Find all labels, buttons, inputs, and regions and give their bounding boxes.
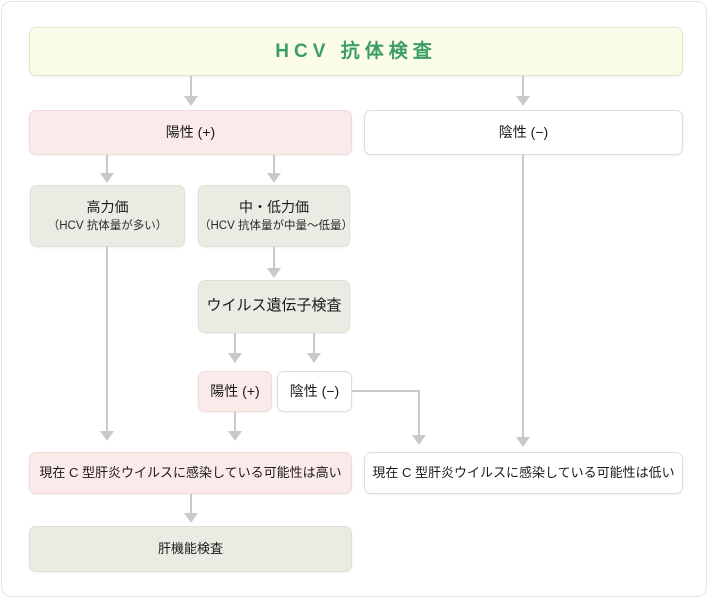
node-high-titer-label: 高力価 [86, 198, 129, 215]
node-antibody-negative-label: 陰性 (−) [498, 124, 549, 141]
connector-midlow-to-genetest-arrow [267, 268, 281, 278]
node-gene-negative: 陰性 (−) [277, 371, 352, 412]
connector-negative-to-lowrisk-line [522, 155, 524, 439]
connector-positive-to-midlow-arrow [267, 173, 281, 183]
connector-positive-to-midlow-line [273, 155, 275, 175]
node-result-low-risk-label: 現在 C 型肝炎ウイルスに感染している可能性は低い [372, 465, 675, 481]
node-result-high-risk-label: 現在 C 型肝炎ウイルスに感染している可能性は高い [39, 465, 342, 481]
node-high-titer-sublabel: （HCV 抗体量が多い） [47, 219, 168, 232]
connector-genepositive-to-highrisk-arrow [228, 431, 242, 441]
connector-test-to-positive-arrow [184, 96, 198, 106]
node-mid-low-titer: 中・低力価 （HCV 抗体量が中量〜低量） [198, 185, 353, 247]
node-high-titer: 高力価 （HCV 抗体量が多い） [30, 185, 185, 247]
node-gene-positive: 陽性 (+) [198, 371, 272, 412]
connector-test-to-negative-arrow [516, 96, 530, 106]
connector-positive-to-high-arrow [100, 173, 114, 183]
connector-test-to-positive-line [190, 76, 192, 98]
node-mid-low-titer-sublabel: （HCV 抗体量が中量〜低量） [199, 219, 353, 232]
connector-genetest-to-genepositive-line [234, 333, 236, 355]
connector-negative-to-lowrisk-arrow [516, 437, 530, 447]
connector-genetest-to-genepositive-arrow [228, 353, 242, 363]
node-liver-function-test-label: 肝機能検査 [157, 541, 223, 557]
connector-genetest-to-genenegative-line [313, 333, 315, 355]
node-virus-gene-test-label: ウイルス遺伝子検査 [206, 297, 342, 315]
connector-midlow-to-genetest-line [273, 247, 275, 269]
connector-test-to-negative-line [522, 76, 524, 98]
connector-genetest-to-genenegative-arrow [307, 353, 321, 363]
connector-high-to-highrisk-line [106, 247, 108, 433]
node-gene-negative-label: 陰性 (−) [289, 383, 340, 400]
node-antibody-test-label: HCV 抗体検査 [275, 40, 437, 62]
node-antibody-test: HCV 抗体検査 [29, 27, 683, 76]
connector-genepositive-to-highrisk-line [234, 412, 236, 433]
node-antibody-positive: 陽性 (+) [29, 110, 352, 155]
node-virus-gene-test: ウイルス遺伝子検査 [198, 280, 350, 333]
node-liver-function-test: 肝機能検査 [29, 526, 352, 572]
node-gene-positive-label: 陽性 (+) [210, 383, 260, 400]
connector-genenegative-elbow-horizontal [352, 390, 420, 392]
node-antibody-negative: 陰性 (−) [364, 110, 683, 155]
node-result-high-risk: 現在 C 型肝炎ウイルスに感染している可能性は高い [29, 452, 352, 494]
connector-high-to-highrisk-arrow [100, 431, 114, 441]
node-mid-low-titer-label: 中・低力価 [239, 198, 309, 215]
connector-highrisk-to-liver-line [190, 494, 192, 515]
connector-positive-to-high-line [106, 155, 108, 175]
connector-genenegative-elbow-vertical [418, 390, 420, 437]
node-result-low-risk: 現在 C 型肝炎ウイルスに感染している可能性は低い [364, 452, 683, 494]
node-antibody-positive-label: 陽性 (+) [165, 124, 216, 141]
connector-genenegative-to-lowrisk-arrow [412, 435, 426, 445]
connector-highrisk-to-liver-arrow [184, 513, 198, 523]
